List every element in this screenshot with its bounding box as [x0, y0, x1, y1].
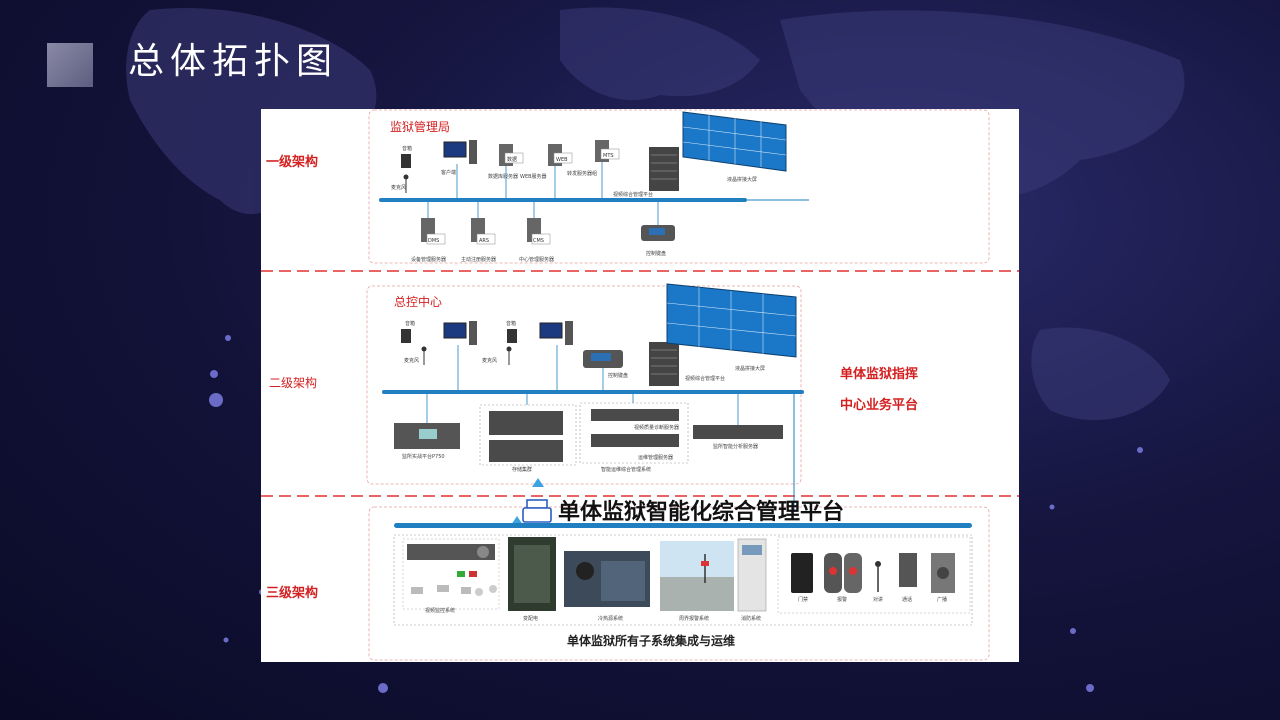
t1-video-wall: 液晶拼接大屏 — [682, 111, 787, 183]
tier2-side-title-line2: 中心业务平台 — [840, 397, 918, 413]
t1-db-server: 数据 数据库服务器 — [488, 144, 524, 198]
svg-text:视频监控系统: 视频监控系统 — [425, 607, 455, 614]
t1-ars-server: ARS 主动注册服务器 — [461, 202, 496, 263]
t1-client-label: 客户端 — [441, 169, 456, 176]
t2-p750: 监所实战平台P750 — [394, 394, 460, 460]
t2-storage-cluster: 存储集群 — [479, 394, 577, 473]
t1-control-keyboard: 控制键盘 — [641, 202, 675, 257]
t2-video-platform: 视频综合管理平台 — [649, 342, 725, 386]
tier3-subsystem-box — [393, 534, 973, 626]
svg-text:变配电: 变配电 — [523, 615, 538, 622]
svg-text:消防系统: 消防系统 — [741, 615, 761, 622]
t3-access-group: 门禁 报警 对讲 通话 广播 — [777, 536, 971, 614]
svg-text:麦克风: 麦克风 — [482, 357, 497, 364]
svg-text:广播: 广播 — [937, 596, 947, 603]
tier3-network-bus — [394, 523, 972, 528]
t3-fire: 消防系统 — [737, 538, 767, 622]
svg-text:视频综合管理平台: 视频综合管理平台 — [685, 375, 725, 382]
t1-dms-server: DMS 设备管理服务器 — [411, 202, 446, 263]
t1-web-server: WEB WEB服务器 — [520, 144, 573, 198]
t1-mic-label: 麦克风 — [391, 184, 406, 191]
svg-text:控制键盘: 控制键盘 — [608, 372, 628, 379]
printer-icon — [522, 499, 552, 523]
t2-analysis-server: 监所智能分析服务器 — [693, 394, 783, 450]
svg-text:视频综合管理平台: 视频综合管理平台 — [613, 191, 653, 198]
svg-text:转发服务器组: 转发服务器组 — [567, 170, 597, 177]
t1-speaker-label: 音箱 — [402, 145, 412, 152]
t2-workstation-1: 音箱 麦克风 — [401, 320, 477, 390]
page-title: 总体拓扑图 — [128, 41, 339, 82]
svg-text:数据库服务器: 数据库服务器 — [488, 173, 518, 180]
svg-text:音箱: 音箱 — [506, 320, 516, 327]
tier1-area — [368, 109, 990, 264]
svg-text:运维管理服务器: 运维管理服务器 — [638, 454, 673, 461]
tier2-area — [366, 285, 802, 485]
svg-text:MTS: MTS — [603, 153, 614, 159]
tier3-footer: 单体监狱所有子系统集成与运维 — [567, 633, 735, 648]
tier1-network-bus — [379, 198, 747, 202]
svg-text:WEB服务器: WEB服务器 — [520, 173, 547, 180]
svg-text:CMS: CMS — [533, 238, 544, 244]
svg-text:视频质量诊断服务器: 视频质量诊断服务器 — [634, 424, 679, 431]
svg-text:麦克风: 麦克风 — [404, 357, 419, 364]
tier1-label: 一级架构 — [266, 154, 318, 170]
uplink-arrow-icon — [532, 478, 544, 487]
svg-text:ARS: ARS — [479, 238, 489, 244]
client-monitor-icon — [443, 141, 467, 158]
tier2-label: 二级架构 — [269, 375, 317, 390]
t3-perimeter: 周界报警系统 — [660, 541, 734, 622]
svg-text:中心管理服务器: 中心管理服务器 — [519, 256, 554, 263]
t3-hvac: 冷热源系统 — [564, 551, 650, 622]
t2-workstation-2: 音箱 麦克风 — [482, 320, 573, 390]
client-tower-icon — [469, 140, 477, 164]
title-decoration-square — [47, 43, 93, 87]
t3-power: 变配电 — [508, 537, 556, 622]
svg-text:监所实战平台P750: 监所实战平台P750 — [402, 453, 445, 460]
t1-mts-server: MTS 转发服务器组 — [567, 140, 620, 198]
svg-text:主动注册服务器: 主动注册服务器 — [461, 256, 496, 263]
svg-text:周界报警系统: 周界报警系统 — [679, 615, 709, 622]
t1-cms-server: CMS 中心管理服务器 — [519, 202, 554, 263]
tier3-platform-title: 单体监狱智能化综合管理平台 — [558, 499, 844, 525]
tier2-side-title-line1: 单体监狱指挥 — [840, 366, 918, 382]
svg-text:冷热源系统: 冷热源系统 — [598, 615, 623, 622]
t1-video-platform: 视频综合管理平台 — [613, 147, 679, 198]
tier2-area-title: 总控中心 — [394, 294, 442, 309]
svg-text:门禁: 门禁 — [798, 596, 808, 603]
tier3-label: 三级架构 — [266, 585, 318, 601]
svg-text:设备管理服务器: 设备管理服务器 — [411, 256, 446, 263]
svg-text:WEB: WEB — [556, 157, 568, 163]
svg-text:报警: 报警 — [837, 596, 847, 603]
t2-ops-group: 视频质量诊断服务器 运维管理服务器 智能运维综合管理系统 — [579, 394, 689, 473]
svg-text:对讲: 对讲 — [873, 596, 883, 603]
svg-text:监所智能分析服务器: 监所智能分析服务器 — [713, 443, 758, 450]
platform-arrow-icon — [511, 516, 523, 525]
topology-diagram-panel: 一级架构 监狱管理局 音箱 麦克风 客户端 数据 数据库服务器 WEB WEB服… — [261, 109, 1019, 662]
svg-text:存储集群: 存储集群 — [512, 466, 532, 473]
t2-video-wall: 液晶拼接大屏 — [666, 283, 797, 372]
t3-video-monitor: 视频监控系统 — [402, 538, 500, 614]
svg-text:DMS: DMS — [428, 238, 439, 244]
svg-text:通话: 通话 — [902, 596, 912, 603]
tier1-area-title: 监狱管理局 — [390, 119, 450, 134]
svg-text:液晶拼接大屏: 液晶拼接大屏 — [727, 176, 757, 183]
svg-text:音箱: 音箱 — [405, 320, 415, 327]
speaker-icon — [401, 154, 411, 168]
t2-control-keyboard: 控制键盘 — [583, 350, 628, 390]
svg-text:控制键盘: 控制键盘 — [646, 250, 666, 257]
svg-text:智能运维综合管理系统: 智能运维综合管理系统 — [601, 466, 651, 473]
svg-text:液晶拼接大屏: 液晶拼接大屏 — [735, 365, 765, 372]
topology-diagram: 一级架构 监狱管理局 音箱 麦克风 客户端 数据 数据库服务器 WEB WEB服… — [261, 109, 1019, 661]
tier2-network-bus — [382, 390, 804, 394]
tier3-area — [368, 506, 990, 661]
svg-text:数据: 数据 — [507, 156, 517, 163]
